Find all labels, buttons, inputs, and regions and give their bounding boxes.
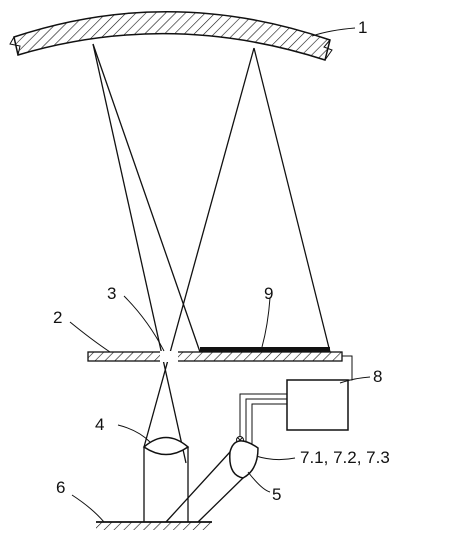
label-9: 9 — [264, 284, 273, 303]
label-3: 3 — [107, 284, 116, 303]
plate — [87, 351, 343, 362]
leader-line-8 — [339, 376, 371, 384]
leader-line-9 — [261, 297, 271, 348]
aperture — [160, 351, 178, 362]
upper-lens — [142, 436, 190, 522]
base-ground — [96, 521, 212, 530]
label-1: 1 — [358, 18, 367, 37]
leader-line-6 — [71, 494, 105, 523]
controller-box — [286, 379, 349, 431]
leader-line-7 — [255, 455, 296, 461]
label-4: 4 — [95, 415, 104, 434]
label-7: 7.1, 7.2, 7.3 — [300, 448, 390, 467]
light-rays — [92, 43, 331, 464]
lower-lens — [165, 440, 259, 523]
leader-line-3 — [123, 295, 165, 352]
label-8: 8 — [373, 367, 382, 386]
label-2: 2 — [53, 308, 62, 327]
label-5: 5 — [272, 485, 281, 504]
sensor-wires — [239, 393, 287, 450]
strip — [200, 347, 330, 352]
leader-line-2 — [69, 321, 111, 353]
leader-line-1 — [311, 27, 356, 37]
label-6: 6 — [56, 478, 65, 497]
curved-mirror — [9, 10, 333, 61]
leader-line-5 — [247, 471, 271, 493]
leader-line-4 — [117, 424, 151, 443]
